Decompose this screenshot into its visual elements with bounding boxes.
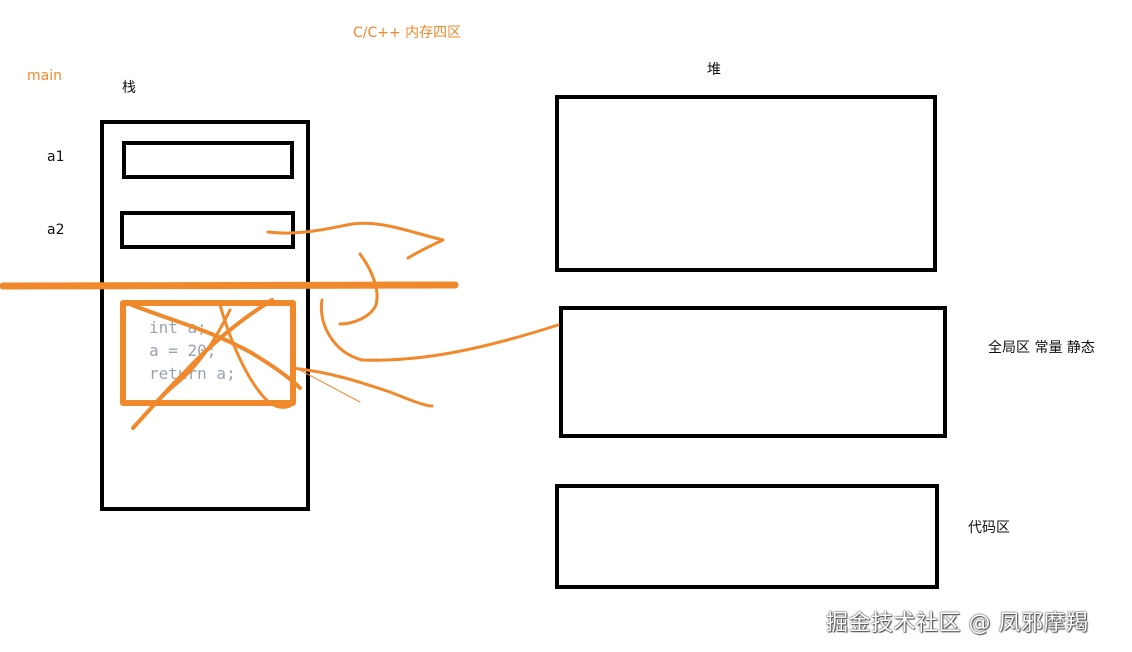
code-line-2: a = 20;	[149, 341, 217, 360]
code-line-3: return a;	[149, 364, 236, 383]
code-region	[555, 484, 939, 589]
main-label: main	[27, 68, 62, 84]
a2-slot	[120, 211, 295, 249]
stack-label: 栈	[122, 80, 136, 96]
a2-label: a2	[47, 222, 65, 238]
global-region	[559, 306, 947, 438]
scribble-arrow-to-global	[319, 298, 560, 362]
scribble-upper	[338, 252, 379, 326]
diagram-title: C/C++ 内存四区	[353, 25, 462, 41]
scribble-lower	[290, 366, 434, 408]
a1-label: a1	[47, 149, 65, 165]
global-label: 全局区 常量 静态	[988, 340, 1095, 356]
heap-region	[555, 95, 937, 272]
a1-slot	[122, 141, 294, 179]
stack-region	[100, 120, 310, 511]
code-area-label: 代码区	[968, 520, 1010, 536]
code-line-1: int a;	[149, 318, 207, 337]
watermark: 掘金技术社区 @ 凤邪摩羯	[826, 611, 1089, 636]
heap-label: 堆	[707, 62, 721, 78]
